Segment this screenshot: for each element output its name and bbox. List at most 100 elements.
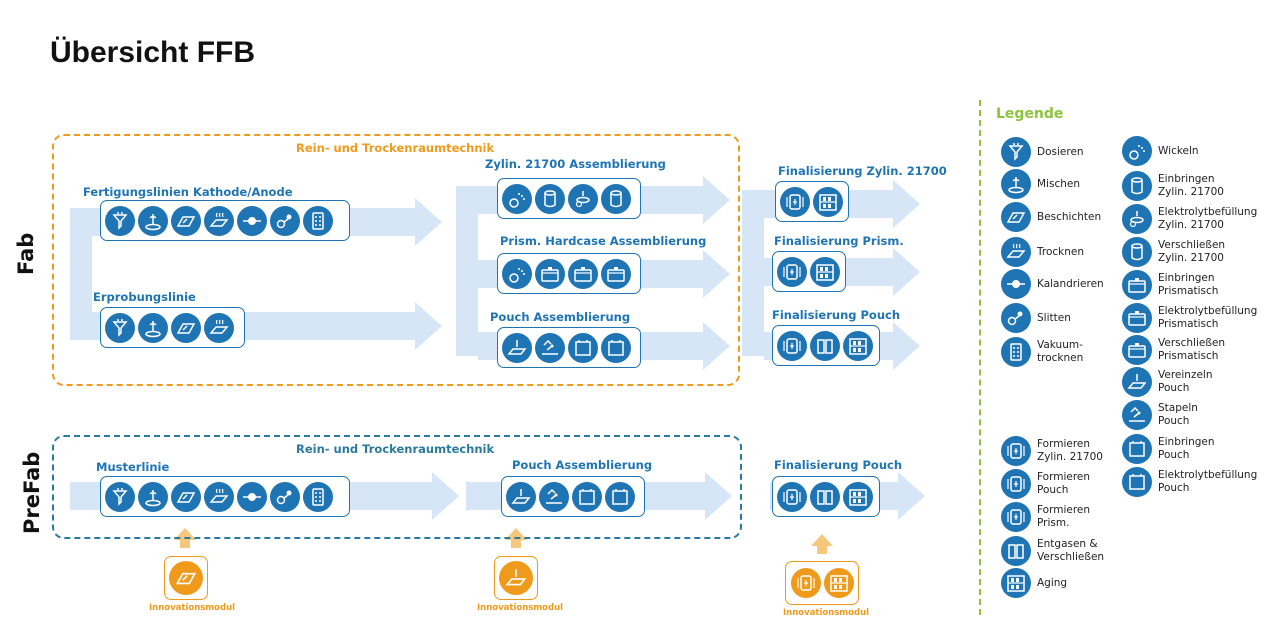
- prism-assembly-pill: [497, 253, 641, 294]
- legend-item-formieren-pouch: Formieren Pouch: [1001, 469, 1090, 499]
- seal-cyl-icon: [601, 183, 631, 214]
- insert-prism-icon: [1122, 270, 1152, 300]
- forming-pouch-icon: [777, 481, 807, 512]
- legend-item-elektrolyt-pouch: Elektrolytbefüllung Pouch: [1122, 467, 1257, 497]
- aging-icon: [1001, 568, 1031, 598]
- innovation-label-2: Innovationsmodul: [477, 603, 564, 613]
- degassing-icon: [810, 330, 840, 361]
- winding-icon: [1122, 136, 1152, 166]
- insert-pouch-icon: [568, 332, 598, 363]
- aging-icon: [813, 186, 843, 217]
- dosing-icon: [1001, 137, 1031, 167]
- section-fin-prism-label: Finalisierung Prism.: [774, 234, 904, 248]
- aging-icon: [843, 481, 873, 512]
- legend-item-aging: Aging: [1001, 568, 1067, 598]
- aging-icon: [843, 330, 873, 361]
- muster-line-pill: [100, 476, 350, 517]
- page-title: Übersicht FFB: [50, 36, 256, 69]
- seal-cyl-icon: [1122, 237, 1152, 267]
- legend-item-verschliessen-prism: Verschließen Prismatisch: [1122, 335, 1225, 365]
- zylin-assembly-pill: [497, 178, 641, 219]
- legend-item-kalandrieren: Kalandrieren: [1001, 269, 1104, 299]
- legend-item-beschichten: Beschichten: [1001, 202, 1101, 232]
- electrolyte-cyl-icon: [568, 183, 598, 214]
- stack-pouch-icon: [535, 332, 565, 363]
- innovation-module-3: [785, 561, 859, 605]
- insert-prism-icon: [535, 258, 565, 289]
- dosing-icon: [105, 205, 135, 236]
- aging-icon: [823, 568, 854, 598]
- forming-cyl-icon: [780, 186, 810, 217]
- legend-item-elektrolyt-prism: Elektrolytbefüllung Prismatisch: [1122, 303, 1257, 333]
- winding-icon: [502, 258, 532, 289]
- calendering-icon: [237, 205, 267, 236]
- forming-pouch-icon: [790, 568, 821, 598]
- section-prism-label: Prism. Hardcase Assemblierung: [500, 234, 707, 248]
- coating-icon: [171, 205, 201, 236]
- insert-cyl-icon: [535, 183, 565, 214]
- seal-prism-icon: [1122, 335, 1152, 365]
- legend-item-mischen: Mischen: [1001, 169, 1080, 199]
- fin-pouch-pill: [772, 325, 880, 366]
- seal-prism-icon: [601, 258, 631, 289]
- vacuum-drying-icon: [303, 481, 333, 512]
- kathode-line-pill: [100, 200, 350, 241]
- aging-icon: [810, 256, 840, 287]
- section-kathode-label: Fertigungslinien Kathode/Anode: [83, 185, 293, 199]
- electrolyte-pouch-icon: [605, 481, 635, 512]
- legend-item-slitten: Slitten: [1001, 303, 1071, 333]
- forming-pouch-icon: [1001, 469, 1031, 499]
- legend-item-formieren-prism: Formieren Prism.: [1001, 502, 1090, 532]
- electrolyte-prism-icon: [568, 258, 598, 289]
- forming-cyl-icon: [1001, 436, 1031, 466]
- innovation-label-1: Innovationsmodul: [149, 603, 236, 613]
- fab-box-label: Rein- und Trockenraumtechnik: [296, 141, 495, 155]
- innovation-module-2: [494, 556, 538, 600]
- separate-pouch-icon: [506, 481, 536, 512]
- legend-item-entgasen: Entgasen & Verschließen: [1001, 536, 1104, 566]
- insert-cyl-icon: [1122, 171, 1152, 201]
- legend-item-einbringen-pouch: Einbringen Pouch: [1122, 434, 1215, 464]
- electrolyte-pouch-icon: [1122, 467, 1152, 497]
- legend-item-vakuumtrocknen: Vakuum- trocknen: [1001, 337, 1083, 367]
- coating-icon: [1001, 202, 1031, 232]
- mixing-icon: [138, 205, 168, 236]
- mixing-icon: [138, 481, 168, 512]
- pouch-assembly-pill: [497, 327, 641, 368]
- calendering-icon: [1001, 269, 1031, 299]
- electrolyte-prism-icon: [1122, 303, 1152, 333]
- section-muster-label: Musterlinie: [96, 460, 170, 474]
- erprobung-line-pill: [100, 307, 245, 348]
- fab-cleanroom-box: [52, 134, 740, 386]
- fin-prism-pill: [772, 251, 846, 292]
- winding-icon: [502, 183, 532, 214]
- forming-prism-icon: [777, 256, 807, 287]
- forming-prism-icon: [1001, 502, 1031, 532]
- drying-icon: [1001, 237, 1031, 267]
- legend-item-einbringen-prism: Einbringen Prismatisch: [1122, 270, 1218, 300]
- stack-pouch-icon: [1122, 400, 1152, 430]
- section-fin-zylin-label: Finalisierung Zylin. 21700: [778, 164, 947, 178]
- forming-pouch-icon: [777, 330, 807, 361]
- legend-item-vereinzeln-pouch: Vereinzeln Pouch: [1122, 367, 1213, 397]
- legend-title: Legende: [996, 106, 1064, 122]
- slitting-icon: [1001, 303, 1031, 333]
- slitting-icon: [270, 205, 300, 236]
- drying-icon: [204, 205, 234, 236]
- separate-pouch-icon: [502, 332, 532, 363]
- legend-item-einbringen-zylin: Einbringen Zylin. 21700: [1122, 171, 1224, 201]
- legend-item-wickeln: Wickeln: [1122, 136, 1199, 166]
- separate-pouch-icon: [499, 561, 533, 595]
- section-prefab-pouch-label: Pouch Assemblierung: [512, 458, 653, 472]
- vacuum-drying-icon: [1001, 337, 1031, 367]
- mixing-icon: [1001, 169, 1031, 199]
- section-pouch-label: Pouch Assemblierung: [490, 310, 631, 324]
- degassing-icon: [810, 481, 840, 512]
- prefab-fin-pouch-pill: [772, 476, 880, 517]
- calendering-icon: [237, 481, 267, 512]
- legend-item-stapeln-pouch: Stapeln Pouch: [1122, 400, 1198, 430]
- section-fin-pouch-label: Finalisierung Pouch: [772, 308, 901, 322]
- coating-icon: [171, 481, 201, 512]
- slitting-icon: [270, 481, 300, 512]
- legend-item-verschliessen-zylin: Verschließen Zylin. 21700: [1122, 237, 1225, 267]
